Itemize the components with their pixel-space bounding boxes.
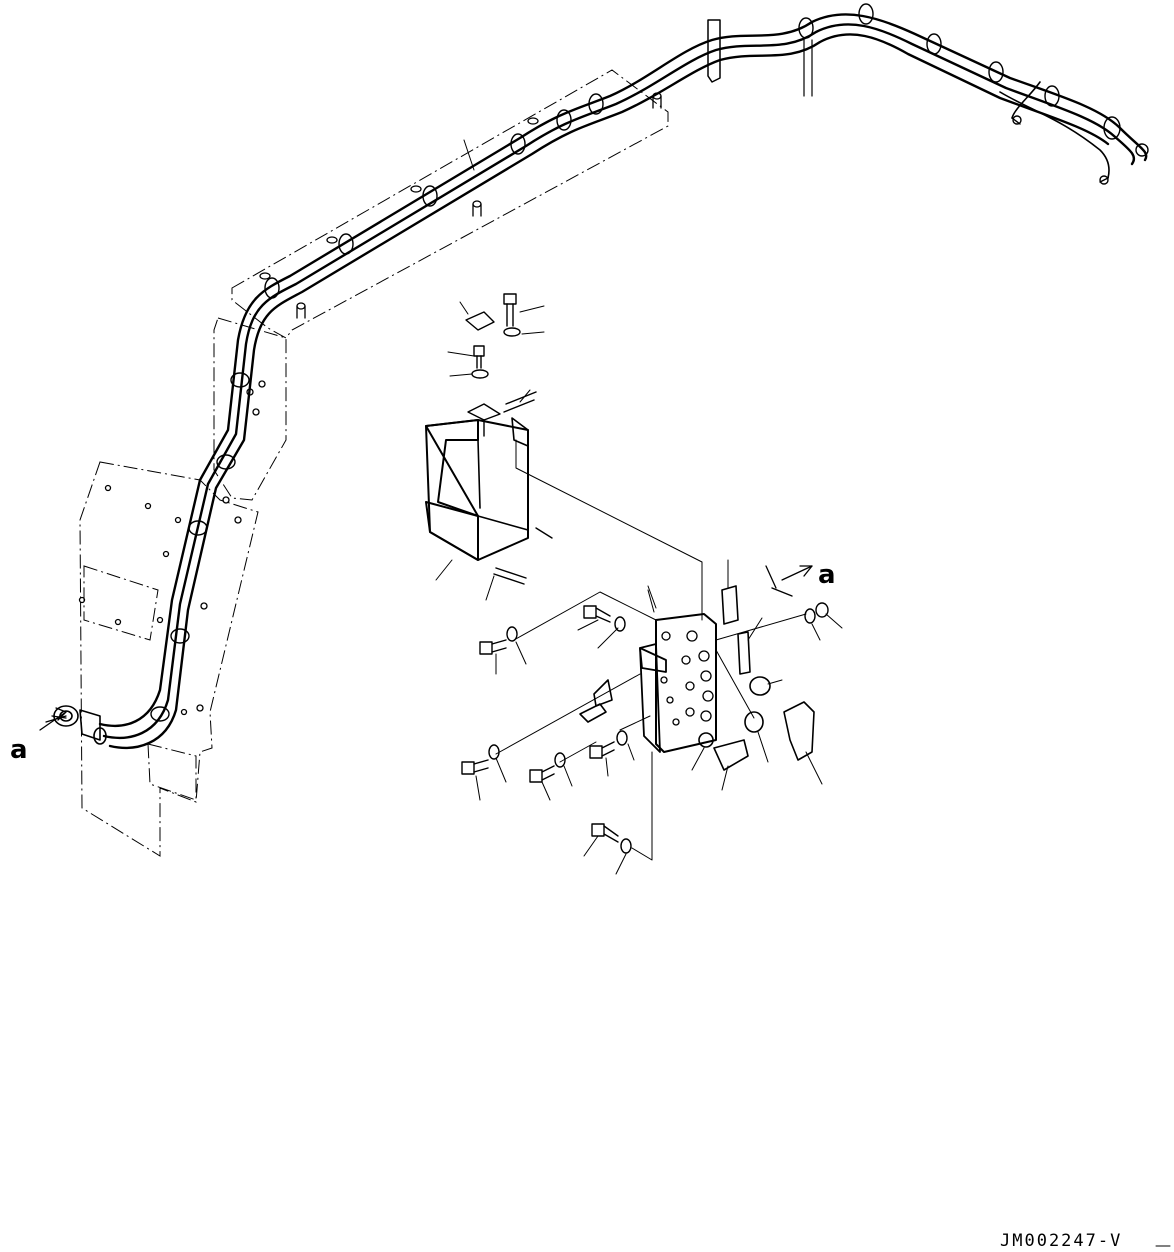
- mounting-plate-assembly: [39, 559, 843, 875]
- drawing-code: JM002247-V: [1000, 1231, 1122, 1251]
- callout-label-left: a: [10, 735, 28, 765]
- wiring-harness: [53, 3, 1149, 750]
- phantom-cab-panels: [78, 69, 669, 857]
- cover-assembly: [425, 139, 703, 621]
- callout-label-right: a: [818, 560, 836, 590]
